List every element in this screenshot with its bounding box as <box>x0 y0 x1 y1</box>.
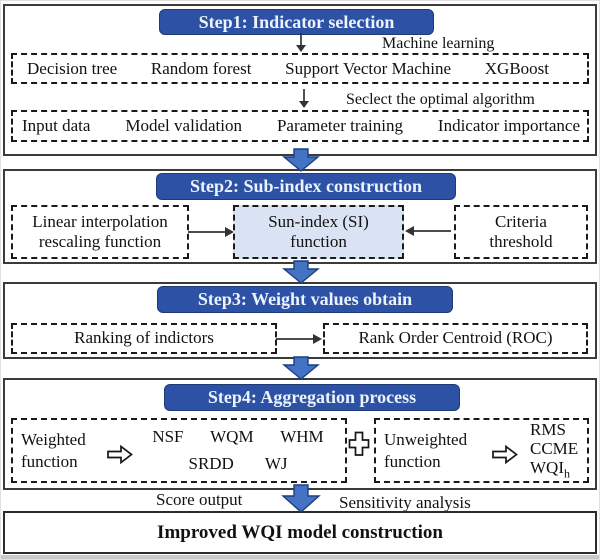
method-item: RMS <box>530 419 566 439</box>
algorithm-item: Decision tree <box>27 58 118 78</box>
plus-icon <box>348 431 370 456</box>
roc-label: Rank Order Centroid (ROC) <box>358 328 553 348</box>
step1-title: Step1: Indicator selection <box>198 11 395 32</box>
down-arrow-icon <box>296 33 306 52</box>
down-arrow-icon <box>299 89 309 108</box>
unweighted-function-label: Unweighted function <box>384 430 468 471</box>
process-item: Indicator importance <box>437 116 580 135</box>
sub-index-label: Sun-index (SI) function <box>268 211 369 251</box>
weighted-methods-box: Weighted function NSF WQM WHM SRDD WJ <box>11 418 347 483</box>
flow-arrow-icon <box>282 260 320 284</box>
score-output-label: Score output <box>156 490 243 509</box>
algorithm-item: Random forest <box>150 58 252 78</box>
final-title: Improved WQI model construction <box>157 521 443 543</box>
criteria-threshold-box: Criteria threshold <box>454 205 588 259</box>
hollow-right-arrow-icon <box>492 444 518 465</box>
step3-title: Step3: Weight values obtain <box>197 289 413 309</box>
linear-interpolation-label: Linear interpolation rescaling function <box>32 211 168 251</box>
step2-title: Step2: Sub-index construction <box>189 176 423 196</box>
process-item: Parameter training <box>276 116 403 135</box>
algorithm-item: Support Vector Machine <box>285 58 452 78</box>
linear-interpolation-box: Linear interpolation rescaling function <box>11 205 189 259</box>
flow-arrow-icon <box>282 148 320 172</box>
sensitivity-analysis-label: Sensitivity analysis <box>339 493 471 512</box>
method-item: WHM <box>280 427 324 446</box>
machine-learning-label: Machine learning <box>382 35 495 52</box>
criteria-threshold-label: Criteria threshold <box>489 211 553 251</box>
hollow-right-arrow-icon <box>107 444 133 465</box>
process-item: Model validation <box>125 116 243 135</box>
page-bottom-edge <box>1 555 599 559</box>
wqi-label: WQI <box>530 458 564 478</box>
process-item: Input data <box>22 116 91 135</box>
select-algorithm-label: Seclect the optimal algorithm <box>346 91 535 108</box>
ranking-label: Ranking of indictors <box>74 328 214 348</box>
step3-header: Step3: Weight values obtain <box>157 286 453 313</box>
step4-panel: Step4: Aggregation process Weighted func… <box>3 378 597 490</box>
final-box: Improved WQI model construction <box>3 511 597 554</box>
process-box: Input data Model validation Parameter tr… <box>11 110 589 142</box>
algorithms-box: Decision tree Random forest Support Vect… <box>11 53 589 84</box>
right-arrow-icon <box>188 227 234 237</box>
step2-header: Step2: Sub-index construction <box>156 173 456 200</box>
ranking-box: Ranking of indictors <box>11 323 277 354</box>
step4-header: Step4: Aggregation process <box>164 384 460 411</box>
flow-arrow-icon <box>281 484 321 513</box>
wqi-subscript: h <box>563 466 570 481</box>
left-arrow-icon <box>405 226 451 236</box>
method-item: CCME <box>530 439 579 459</box>
sub-index-box: Sun-index (SI) function <box>233 205 404 259</box>
method-item: WJ <box>264 454 288 473</box>
step3-panel: Step3: Weight values obtain Ranking of i… <box>3 282 597 359</box>
step2-panel: Step2: Sub-index construction Linear int… <box>3 169 597 264</box>
unweighted-methods-box: Unweighted function RMS CCME WQIh <box>374 418 589 483</box>
weighted-function-label: Weighted function <box>21 430 86 471</box>
method-item: WQIh <box>530 458 578 481</box>
method-item: SRDD <box>188 454 234 473</box>
step1-panel: Step1: Indicator selection Machine learn… <box>3 4 597 156</box>
method-item: WQM <box>210 427 254 446</box>
step1-header: Step1: Indicator selection <box>159 9 434 35</box>
algorithm-item: XGBoost <box>484 58 549 78</box>
method-item: NSF <box>152 427 184 446</box>
roc-box: Rank Order Centroid (ROC) <box>323 323 588 354</box>
flow-arrow-icon <box>282 356 320 380</box>
right-arrow-icon <box>276 334 322 344</box>
step4-title: Step4: Aggregation process <box>207 387 417 407</box>
